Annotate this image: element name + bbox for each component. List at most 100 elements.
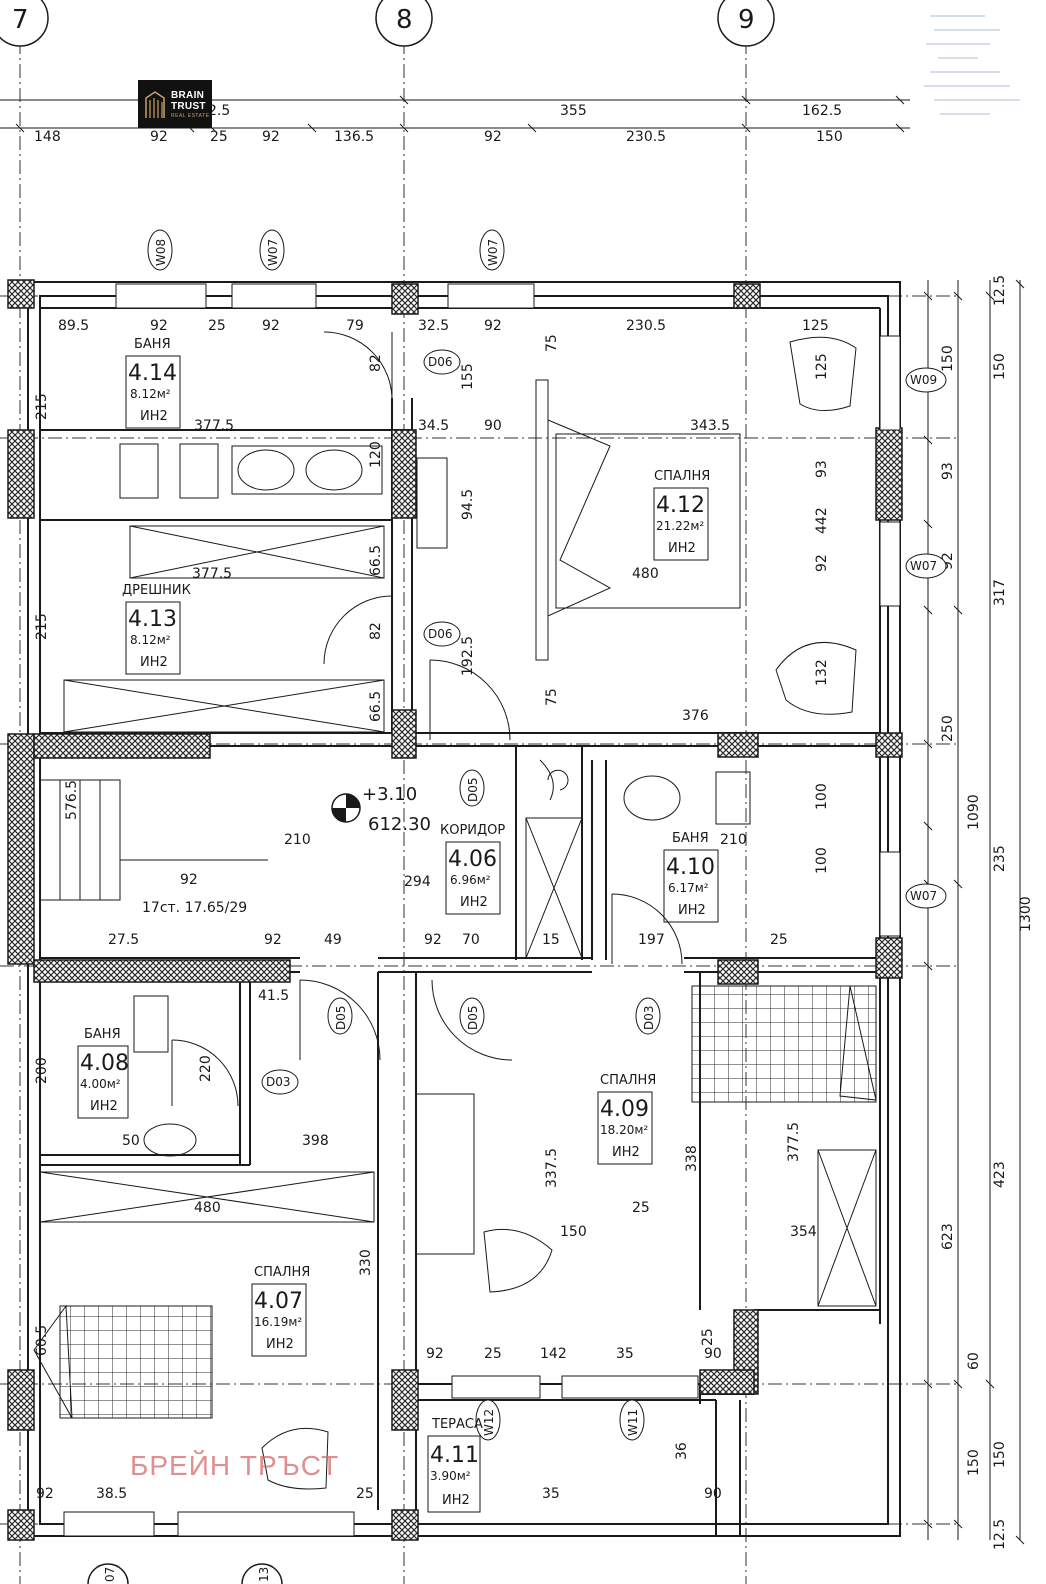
tag-w07: W07 xyxy=(266,239,280,266)
dim-inner: 38.5 xyxy=(96,1486,127,1502)
dim-inner: 215 xyxy=(34,393,50,420)
dim-inner: 79 xyxy=(346,318,364,334)
room-labels xyxy=(77,355,719,1513)
axis-label-7: 7 xyxy=(12,5,29,35)
dim-inner: 25 xyxy=(632,1200,650,1216)
dim-inner: 92 xyxy=(424,932,442,948)
room-409-number: 4.09 xyxy=(600,1097,649,1122)
dim-right: 1300 xyxy=(1018,896,1034,932)
dim-inner: 100 xyxy=(814,847,830,874)
room-409-name: СПАЛНЯ xyxy=(600,1073,656,1088)
dim-right: 150 xyxy=(992,1441,1008,1468)
room-414-code: ИН2 xyxy=(140,409,168,424)
dim-inner: 89.5 xyxy=(58,318,89,334)
dim-inner: 66.5 xyxy=(368,691,384,722)
dim-inner: 15 xyxy=(542,932,560,948)
room-412-code: ИН2 xyxy=(668,541,696,556)
doors xyxy=(171,331,683,1107)
dim-inner: 200 xyxy=(34,1057,50,1084)
tag-d05: D05 xyxy=(466,777,480,802)
dim-top: 92 xyxy=(150,129,168,145)
stair-label: 17ст. 17.65/29 xyxy=(142,900,247,916)
room-414-area: 8.12м² xyxy=(130,387,171,401)
dim-inner: 75 xyxy=(544,688,560,706)
dim-inner: 82 xyxy=(368,622,384,640)
dim-inner: 215 xyxy=(34,613,50,640)
dim-inner: 100 xyxy=(814,783,830,810)
room-408-name: БАНЯ xyxy=(84,1027,121,1042)
dim-inner: 92 xyxy=(484,318,502,334)
building-icon xyxy=(145,91,165,118)
dim-inner: 49 xyxy=(324,932,342,948)
dim-inner: 220 xyxy=(198,1055,214,1082)
dim-inner: 92 xyxy=(150,318,168,334)
dim-top: 355 xyxy=(560,103,587,119)
tag-d06: D06 xyxy=(428,355,453,369)
room-414-number: 4.14 xyxy=(128,361,177,386)
room-411-name: ТЕРАСА xyxy=(431,1417,483,1432)
dim-inner: 75 xyxy=(544,334,560,352)
dim-inner: 25 xyxy=(700,1328,716,1346)
tag-w11: W11 xyxy=(626,1409,640,1436)
tag-d06: D06 xyxy=(428,627,453,641)
dim-right: 623 xyxy=(940,1223,956,1250)
dim-inner: 66.5 xyxy=(368,545,384,576)
room-406-name: КОРИДОР xyxy=(440,823,505,838)
dim-right: 150 xyxy=(940,345,956,372)
dim-inner: 25 xyxy=(356,1486,374,1502)
logo-subtext: REAL ESTATE xyxy=(171,113,210,119)
tag-w09: W09 xyxy=(910,373,937,387)
dim-inner: 155 xyxy=(460,363,476,390)
dim-inner: 90 xyxy=(704,1486,722,1502)
dim-inner: 330 xyxy=(358,1249,374,1276)
dim-inner: 41.5 xyxy=(258,988,289,1004)
level-elevation: +3.10 xyxy=(362,784,417,805)
dim-inner: 442 xyxy=(814,507,830,534)
dim-inner: 576.5 xyxy=(64,780,80,820)
room-411-number: 4.11 xyxy=(430,1443,479,1468)
dim-inner: 343.5 xyxy=(690,418,730,434)
room-406-number: 4.06 xyxy=(448,847,497,872)
dim-inner: 93 xyxy=(814,460,830,478)
dim-inner: 25 xyxy=(770,932,788,948)
fixtures xyxy=(33,336,877,1490)
dim-inner: 354 xyxy=(790,1224,817,1240)
dim-inner: 230.5 xyxy=(626,318,666,334)
dim-inner: 92 xyxy=(264,932,282,948)
tag-d05: D05 xyxy=(334,1005,348,1030)
tag-w07: W07 xyxy=(910,559,937,573)
dim-inner: 377.5 xyxy=(192,566,232,582)
room-407-code: ИН2 xyxy=(266,1337,294,1352)
room-413-code: ИН2 xyxy=(140,655,168,670)
dim-inner: 82 xyxy=(368,354,384,372)
dim-inner: 32.5 xyxy=(418,318,449,334)
dim-inner: 36 xyxy=(674,1442,690,1460)
room-412-name: СПАЛНЯ xyxy=(654,469,710,484)
columns xyxy=(7,279,903,1541)
dim-right: 250 xyxy=(940,715,956,742)
dim-inner: 92 xyxy=(262,318,280,334)
room-410-number: 4.10 xyxy=(666,855,715,880)
dim-top: 25 xyxy=(210,129,228,145)
tag-w08: W08 xyxy=(154,239,168,266)
dim-inner: 34.5 xyxy=(418,418,449,434)
room-407-area: 16.19м² xyxy=(254,1315,302,1329)
stamp-scribble xyxy=(924,15,1020,115)
dim-top: 150 xyxy=(816,129,843,145)
dim-inner: 150 xyxy=(560,1224,587,1240)
dim-inner: 94.5 xyxy=(460,489,476,520)
dim-inner: 60.5 xyxy=(34,1325,50,1356)
dim-inner: 35 xyxy=(616,1346,634,1362)
room-410-name: БАНЯ xyxy=(672,831,709,846)
axis-label-07: 07 xyxy=(103,1567,117,1582)
dim-inner: 192.5 xyxy=(460,636,476,676)
dim-inner: 35 xyxy=(542,1486,560,1502)
axis-bubbles xyxy=(0,0,775,1584)
room-414-name: БАНЯ xyxy=(134,337,171,352)
dim-right: 93 xyxy=(940,462,956,480)
dim-inner: 294 xyxy=(404,874,431,890)
dim-inner: 120 xyxy=(368,441,384,468)
room-412-number: 4.12 xyxy=(656,493,705,518)
watermark: БРЕЙН ТРЪСТ xyxy=(130,1450,340,1481)
